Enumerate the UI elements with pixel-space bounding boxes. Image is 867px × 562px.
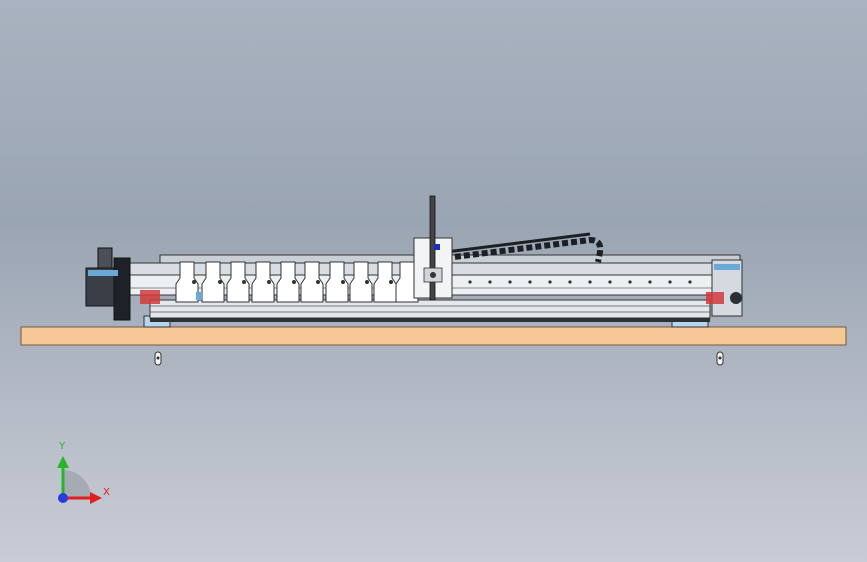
triad-y-label: Y bbox=[59, 441, 66, 452]
slot-bolt-icon bbox=[716, 351, 724, 366]
base-plate bbox=[20, 326, 847, 346]
triad-x-label: X bbox=[103, 487, 110, 498]
rail-holes bbox=[468, 280, 692, 284]
gripper-fingers bbox=[175, 261, 419, 303]
finger-bolts bbox=[192, 280, 393, 284]
cable-chain bbox=[445, 236, 604, 263]
slot-bolt-icon bbox=[154, 351, 162, 366]
